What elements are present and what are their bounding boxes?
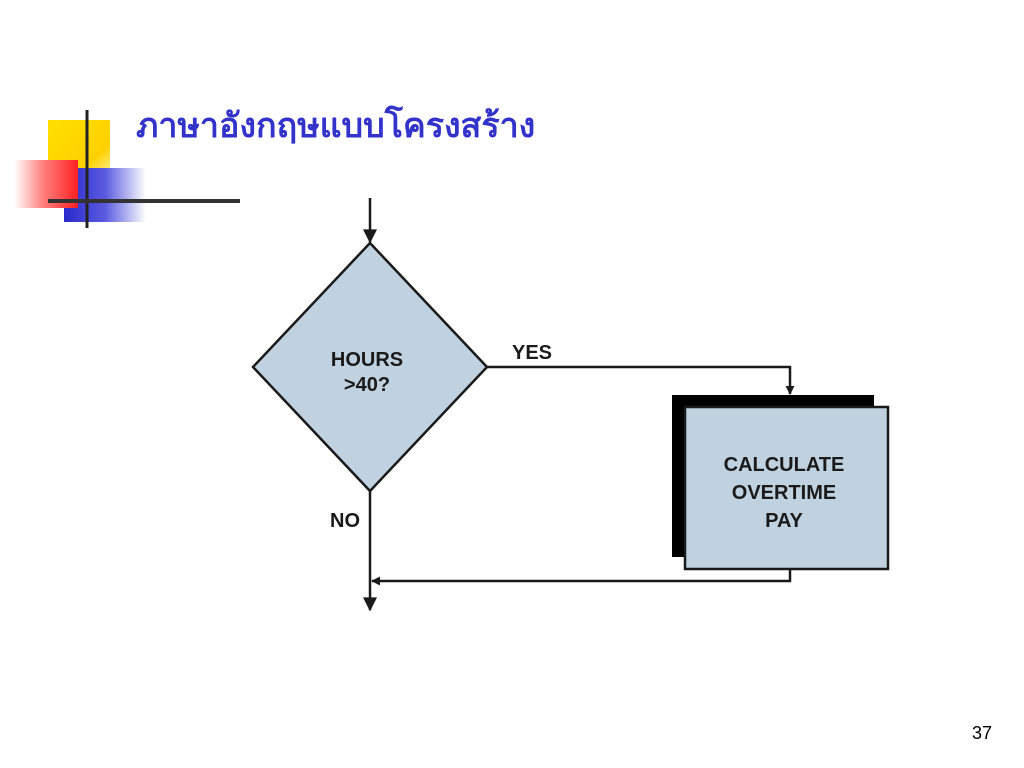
process-text-line2: OVERTIME (732, 482, 836, 504)
yes-connector (487, 365, 795, 395)
page-number: 37 (971, 723, 992, 743)
process-text-line1: CALCULATE (724, 454, 845, 476)
yes-label: YES (512, 342, 552, 364)
title-ornament (14, 110, 240, 228)
flowchart: HOURS >40? YES CALCULATE OVERTIME PAY NO (251, 198, 890, 612)
return-connector (371, 569, 792, 586)
no-label: NO (330, 510, 360, 532)
process-text-line3: PAY (765, 510, 803, 532)
process-box (683, 405, 890, 571)
decision-text-line1: HOURS (331, 349, 403, 371)
slide-title: ภาษาอังกฤษแบบโครงสร้าง (136, 106, 536, 146)
decision-text-line2: >40? (344, 374, 390, 396)
